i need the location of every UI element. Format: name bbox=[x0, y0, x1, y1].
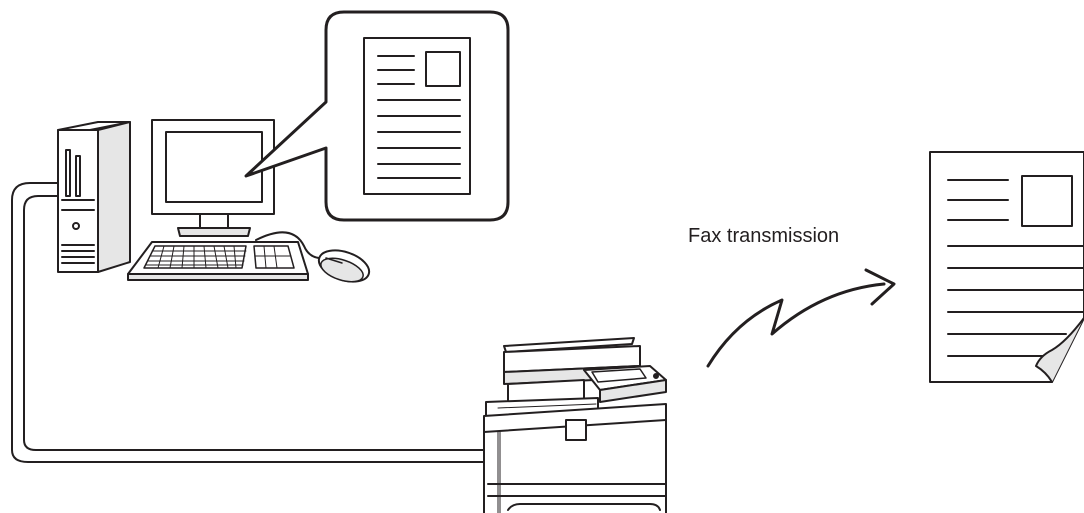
received-document-icon bbox=[930, 152, 1084, 382]
fax-transmission-label: Fax transmission bbox=[688, 225, 839, 248]
keyboard-icon bbox=[128, 242, 308, 280]
pc-tower-icon bbox=[58, 122, 130, 272]
transmission-arrow-icon bbox=[708, 270, 894, 366]
multifunction-printer-icon bbox=[484, 338, 666, 513]
monitor-icon bbox=[152, 120, 274, 236]
document-callout-icon bbox=[246, 12, 508, 220]
